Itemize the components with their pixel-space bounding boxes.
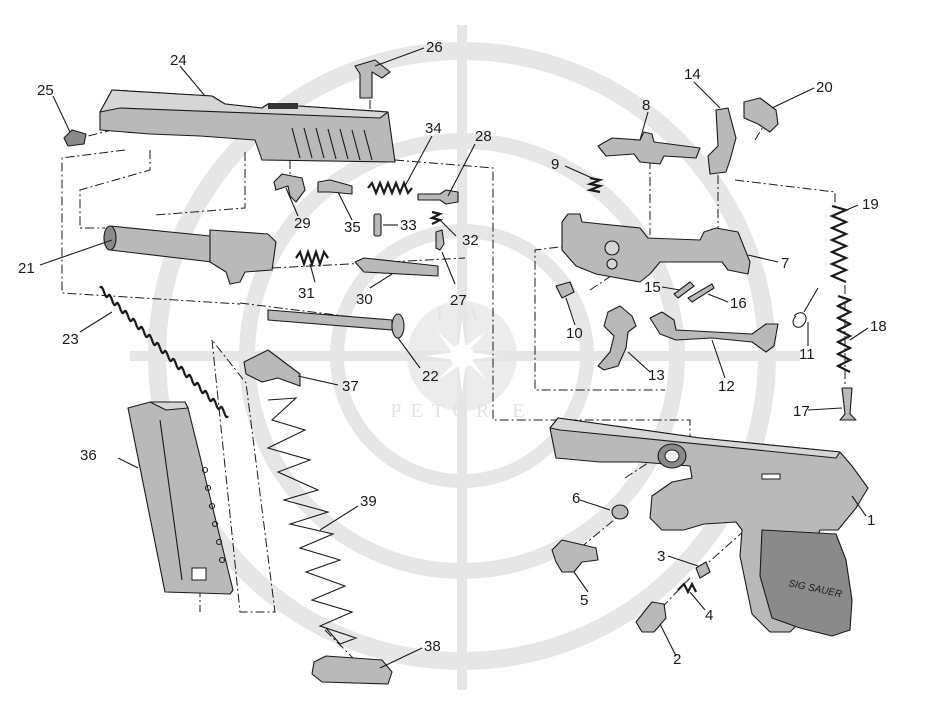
callout-37: 37 — [342, 378, 359, 395]
callout-1: 1 — [867, 512, 875, 529]
callout-32: 32 — [462, 232, 479, 249]
ring-6-part — [611, 504, 629, 520]
takedown-lever-part — [551, 539, 599, 573]
callout-18: 18 — [870, 318, 887, 335]
spring-9-part — [586, 176, 604, 194]
barrel-part — [103, 225, 277, 285]
firing-pin-spring-part — [367, 180, 413, 196]
magazine-floor-plate-part — [311, 655, 393, 685]
callout-9: 9 — [551, 156, 559, 173]
recoil-spring-31-part — [295, 248, 329, 268]
callout-38: 38 — [424, 638, 441, 655]
callout-13: 13 — [648, 367, 665, 384]
callout-33: 33 — [400, 217, 417, 234]
pin-16-part — [687, 283, 715, 303]
callout-14: 14 — [684, 66, 701, 83]
callout-27: 27 — [450, 292, 467, 309]
magazine-tube-part — [127, 401, 234, 595]
callout-7: 7 — [781, 255, 789, 272]
pin-10-part — [555, 281, 575, 299]
spring-11-part — [792, 287, 819, 328]
callout-6: 6 — [572, 490, 580, 507]
watermark-sun-icon — [426, 320, 498, 392]
callouts: 1 2 3 4 5 6 7 8 9 10 11 12 13 14 15 16 1… — [18, 39, 887, 668]
sear-part — [743, 97, 779, 133]
rear-sight-part — [63, 129, 87, 147]
trigger-part — [597, 305, 637, 371]
watermark-bottom-text: PETOR E — [390, 400, 533, 422]
callout-21: 21 — [18, 260, 35, 277]
callout-11: 11 — [799, 346, 815, 363]
spring-19-part — [829, 204, 850, 284]
hammer-part — [707, 107, 737, 175]
callout-3: 3 — [657, 548, 665, 565]
magazine-spring-part — [266, 397, 358, 645]
pin-33-part — [373, 213, 382, 237]
guide-rod-part — [354, 257, 439, 277]
callout-12: 12 — [718, 378, 735, 395]
callout-2: 2 — [673, 651, 681, 668]
spring-4-part — [677, 581, 697, 595]
callout-22: 22 — [422, 368, 439, 385]
callout-16: 16 — [730, 295, 747, 312]
recoil-spring-part — [99, 285, 229, 419]
magazine-follower-part — [243, 349, 301, 387]
part-3 — [695, 561, 711, 579]
firing-pin-part — [317, 179, 353, 195]
callout-17: 17 — [793, 403, 810, 420]
callout-24: 24 — [170, 52, 187, 69]
callout-5: 5 — [580, 592, 588, 609]
callout-4: 4 — [705, 607, 713, 624]
watermark-target: I A PETOR E — [130, 25, 800, 690]
callout-29: 29 — [294, 215, 311, 232]
assembly-lines — [61, 100, 846, 661]
callout-25: 25 — [37, 82, 54, 99]
watermark-top-text: I A — [436, 303, 488, 325]
callout-8: 8 — [642, 97, 650, 114]
spring-18-part — [835, 294, 853, 373]
plunger-spring-part — [428, 210, 444, 225]
slide-part — [99, 89, 396, 163]
callout-23: 23 — [62, 331, 79, 348]
pin-17-part — [839, 387, 857, 421]
callout-36: 36 — [80, 447, 97, 464]
recoil-guide-part — [267, 309, 405, 339]
callout-34: 34 — [425, 120, 442, 137]
pin-15-part — [673, 281, 695, 299]
frame-part — [549, 417, 869, 637]
magazine-catch-part — [635, 601, 667, 633]
callout-15: 15 — [644, 279, 661, 296]
callout-28: 28 — [475, 128, 492, 145]
callout-35: 35 — [344, 219, 361, 236]
callout-31: 31 — [298, 285, 315, 302]
callout-26: 26 — [426, 39, 443, 56]
callout-39: 39 — [360, 493, 377, 510]
trigger-bar-part — [649, 311, 779, 353]
callout-20: 20 — [816, 79, 833, 96]
callout-30: 30 — [356, 291, 373, 308]
slide-catch-lever-part — [273, 173, 306, 203]
callout-19: 19 — [862, 196, 879, 213]
locking-insert-part — [435, 229, 445, 251]
firing-pin-retainer-part — [417, 189, 459, 205]
callout-10: 10 — [566, 325, 583, 342]
leader-lines — [39, 47, 869, 669]
trigger-housing-part — [561, 213, 751, 283]
